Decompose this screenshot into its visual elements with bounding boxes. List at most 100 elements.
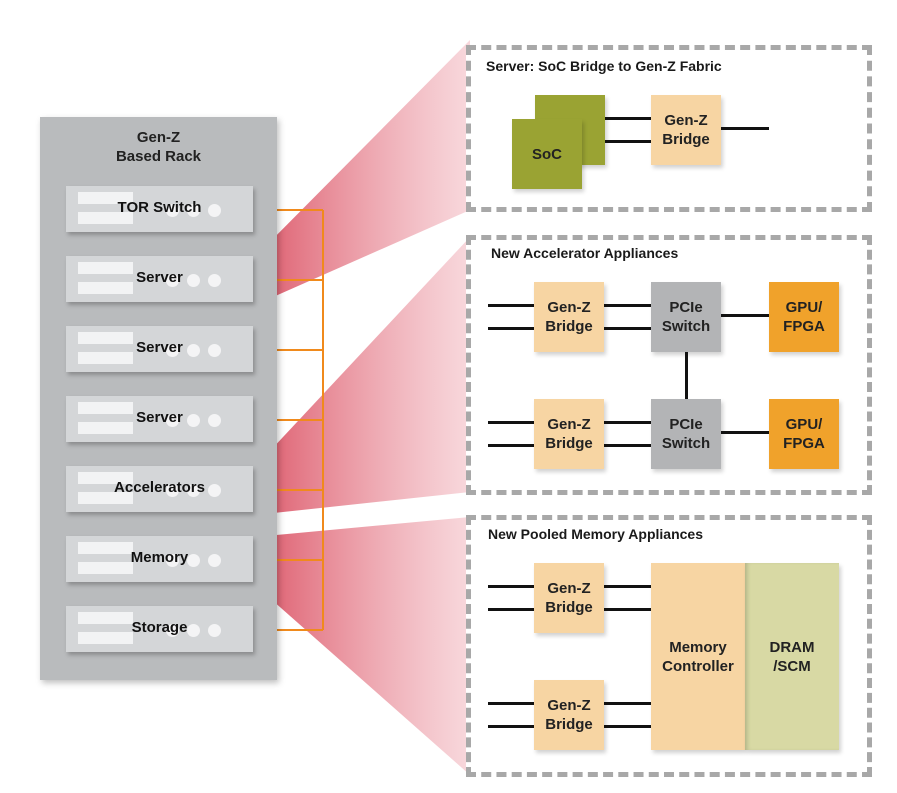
led-icon — [187, 624, 200, 637]
bridge-label-line2: Bridge — [545, 716, 593, 733]
fabric-in-wire — [488, 421, 534, 424]
rack-unit-server-3[interactable]: Server — [66, 396, 253, 442]
unit-bar — [78, 402, 133, 414]
led-icon — [208, 414, 221, 427]
rack-unit-server-1[interactable]: Server — [66, 256, 253, 302]
switch-label-line2: Switch — [661, 435, 711, 452]
controller-label-line1: Memory — [669, 638, 727, 656]
unit-bar — [78, 192, 133, 204]
rack-title: Gen-Z Based Rack — [40, 128, 277, 166]
accelerator-panel-title: New Accelerator Appliances — [491, 245, 679, 261]
unit-bar — [78, 612, 133, 624]
unit-bar — [78, 632, 133, 644]
controller-label-line2: Controller — [662, 657, 734, 675]
led-icon — [187, 344, 200, 357]
led-icon — [208, 204, 221, 217]
unit-label: Server — [136, 269, 183, 286]
led-icon — [166, 204, 179, 217]
led-icon — [166, 414, 179, 427]
unit-bar — [78, 262, 133, 274]
led-icon — [208, 344, 221, 357]
switch-gpu-wire — [721, 314, 769, 317]
bridge-label-line1: Gen-Z — [547, 299, 591, 316]
rack-unit-memory[interactable]: Memory — [66, 536, 253, 582]
accel-gen-z-bridge-2: Gen-Z Bridge — [534, 399, 604, 469]
bridge-switch-wire — [604, 304, 651, 307]
soc-chip: SoC — [512, 119, 582, 189]
memory-gen-z-bridge-2: Gen-Z Bridge — [534, 680, 604, 750]
soc-bridge-wire — [605, 117, 651, 120]
unit-bar — [78, 472, 133, 484]
soc-label: SoC — [532, 145, 562, 163]
memory-zoom-fan — [255, 517, 470, 775]
unit-bar — [78, 422, 133, 434]
unit-bar — [78, 282, 133, 294]
bridge-label-line2: Bridge — [662, 131, 710, 148]
dram-scm: DRAM/SCM — [745, 563, 839, 750]
switch-interconnect-wire — [685, 352, 688, 399]
bridge-label-line2: Bridge — [545, 435, 593, 452]
led-icon — [187, 274, 200, 287]
rack-unit-storage[interactable]: Storage — [66, 606, 253, 652]
unit-bar — [78, 212, 133, 224]
switch-label-line2: Switch — [661, 318, 711, 335]
fabric-out-wire — [721, 127, 769, 130]
led-icon — [187, 414, 200, 427]
led-icon — [208, 484, 221, 497]
fabric-in-wire — [488, 304, 534, 307]
fabric-in-wire — [488, 444, 534, 447]
unit-label: Server — [136, 339, 183, 356]
led-icon — [187, 484, 200, 497]
switch-label-line1: PCIe — [669, 299, 703, 316]
rack-unit-accelerators[interactable]: Accelerators — [66, 466, 253, 512]
unit-label: Storage — [131, 619, 188, 636]
bridge-controller-wire — [604, 608, 651, 611]
switch-gpu-wire — [721, 431, 769, 434]
unit-bar — [78, 562, 133, 574]
unit-label: Accelerators — [114, 479, 205, 496]
bridge-switch-wire — [604, 421, 651, 424]
unit-bar — [78, 332, 133, 344]
unit-bar — [78, 492, 133, 504]
soc-bridge-wire — [605, 140, 651, 143]
bridge-controller-wire — [604, 725, 651, 728]
fabric-in-wire — [488, 327, 534, 330]
gpu-fpga-1: GPU/FPGA — [769, 282, 839, 352]
bridge-controller-wire — [604, 702, 651, 705]
bridge-switch-wire — [604, 327, 651, 330]
bridge-controller-wire — [604, 585, 651, 588]
switch-label-line1: PCIe — [669, 416, 703, 433]
fabric-in-wire — [488, 585, 534, 588]
memory-gen-z-bridge-1: Gen-Z Bridge — [534, 563, 604, 633]
accel-gen-z-bridge-1: Gen-Z Bridge — [534, 282, 604, 352]
server-zoom-fan — [255, 40, 470, 305]
bridge-label-line1: Gen-Z — [547, 416, 591, 433]
server-panel-title: Server: SoC Bridge to Gen-Z Fabric — [486, 58, 722, 74]
unit-label: Memory — [130, 549, 189, 566]
fabric-in-wire — [488, 608, 534, 611]
bridge-switch-wire — [604, 444, 651, 447]
rack-unit-server-2[interactable]: Server — [66, 326, 253, 372]
unit-label: TOR Switch — [117, 199, 202, 216]
memory-panel-title: New Pooled Memory Appliances — [488, 526, 703, 542]
bridge-label-line1: Gen-Z — [547, 580, 591, 597]
dram-label-line2: /SCM — [773, 657, 811, 675]
bridge-label-line2: Bridge — [545, 599, 593, 616]
gpu-label-line1: GPU/ — [785, 416, 823, 433]
bridge-label-line1: Gen-Z — [547, 697, 591, 714]
led-icon — [187, 554, 200, 567]
gpu-label-line2: FPGA — [783, 435, 825, 452]
fabric-in-wire — [488, 725, 534, 728]
rack-unit-tor-switch[interactable]: TOR Switch — [66, 186, 253, 232]
unit-bar — [78, 542, 133, 554]
bridge-label-line2: Bridge — [545, 318, 593, 335]
led-icon — [166, 484, 179, 497]
accelerator-zoom-fan — [255, 237, 470, 515]
gpu-fpga-2: GPU/FPGA — [769, 399, 839, 469]
led-icon — [166, 554, 179, 567]
